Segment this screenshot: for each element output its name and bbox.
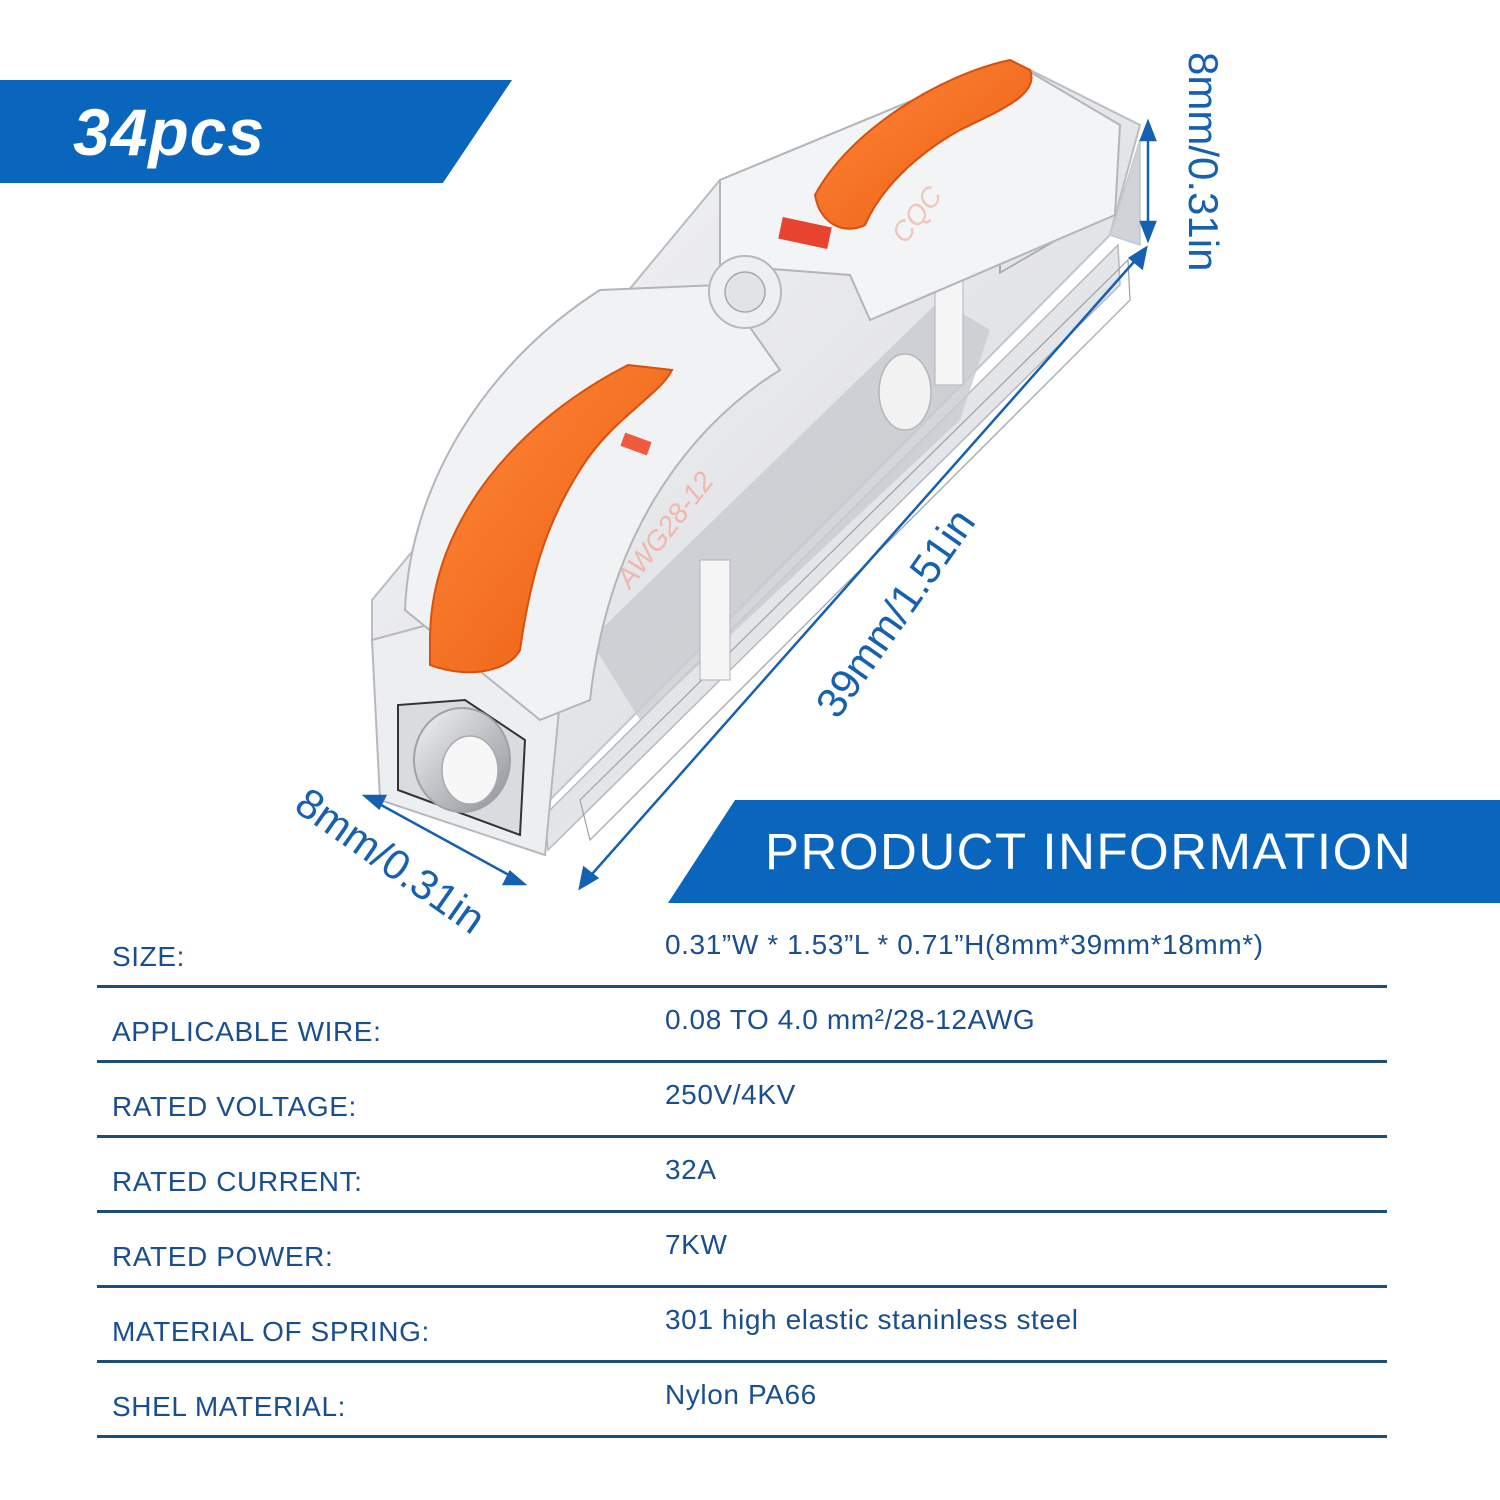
connector-body xyxy=(370,58,1142,857)
spec-value: 301 high elastic staninless steel xyxy=(665,1304,1079,1335)
spec-label: APPLICABLE WIRE: xyxy=(112,1016,382,1047)
spec-row-rated-voltage: RATED VOLTAGE: 250V/4KV xyxy=(97,1063,1387,1138)
spec-row-rated-power: RATED POWER: 7KW xyxy=(97,1213,1387,1288)
spec-label: RATED VOLTAGE: xyxy=(112,1091,357,1122)
lever-right xyxy=(813,58,1033,230)
spec-label: RATED POWER: xyxy=(112,1241,334,1272)
dimension-arrows xyxy=(361,118,1157,891)
spec-value: Nylon PA66 xyxy=(665,1379,817,1410)
spec-label: MATERIAL OF SPRING: xyxy=(112,1316,430,1347)
spec-row-spring-material: MATERIAL OF SPRING: 301 high elastic sta… xyxy=(97,1288,1387,1363)
spec-row-rated-current: RATED CURRENT: 32A xyxy=(97,1138,1387,1213)
quantity-label: 34pcs xyxy=(73,95,266,169)
quantity-banner xyxy=(0,80,512,183)
spec-value: 32A xyxy=(665,1154,717,1185)
dimension-height-label: 8mm/0.31in xyxy=(1180,52,1227,272)
spec-value: 7KW xyxy=(665,1229,728,1260)
spec-row-shell-material: SHEL MATERIAL: Nylon PA66 xyxy=(97,1363,1387,1438)
spec-value: 0.31”W * 1.53”L * 0.71”H(8mm*39mm*18mm*) xyxy=(665,929,1264,960)
spec-row-applicable-wire: APPLICABLE WIRE: 0.08 TO 4.0 mm²/28-12AW… xyxy=(97,988,1387,1063)
spec-label: SIZE: xyxy=(112,941,186,972)
product-info-banner xyxy=(668,800,1500,903)
spec-row-size: SIZE: 0.31”W * 1.53”L * 0.71”H(8mm*39mm*… xyxy=(97,915,1387,988)
spec-value: 250V/4KV xyxy=(665,1079,796,1110)
spec-label: SHEL MATERIAL: xyxy=(112,1391,347,1422)
spec-label: RATED CURRENT: xyxy=(112,1166,363,1197)
spec-value: 0.08 TO 4.0 mm²/28-12AWG xyxy=(665,1004,1036,1035)
lever-left xyxy=(429,363,674,674)
product-info-title: PRODUCT INFORMATION xyxy=(765,823,1413,880)
spec-table: SIZE: 0.31”W * 1.53”L * 0.71”H(8mm*39mm*… xyxy=(97,915,1387,1438)
